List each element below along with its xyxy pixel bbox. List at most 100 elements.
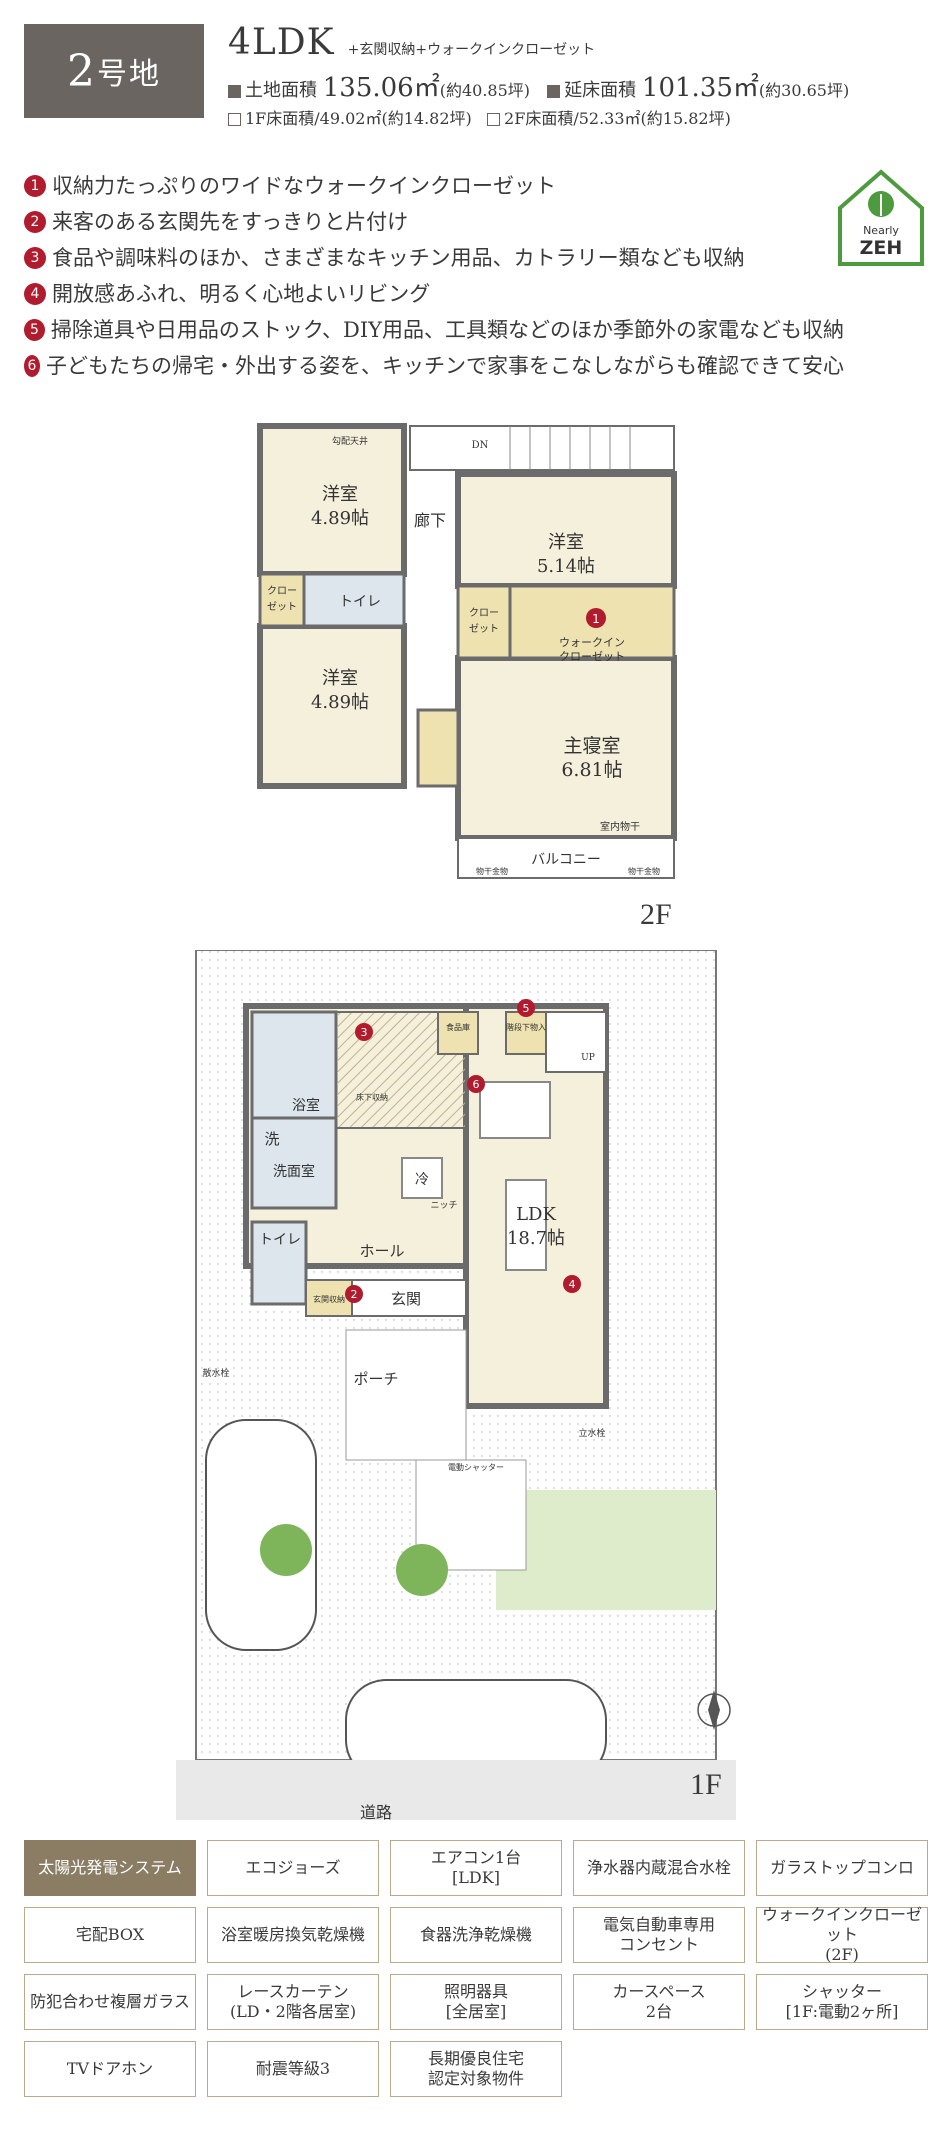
filled-square-icon (547, 84, 561, 98)
room-name: LDK (516, 1204, 556, 1225)
marker-6 (467, 1075, 485, 1093)
stairs-1f (545, 1011, 607, 1073)
under-stair-label: 床下収納 (356, 1092, 388, 1102)
entry-storage-label: 玄関収納 (313, 1294, 345, 1304)
entry-label: 玄関 (391, 1290, 421, 1308)
wash-label: 洗 (264, 1130, 279, 1148)
equipment-grid: 太陽光発電システムエコジョーズエアコン1台 [LDK]浄水器内蔵混合水栓ガラスト… (24, 1840, 928, 2097)
feature-number: 4 (24, 283, 46, 305)
equipment-item: ウォークインクローゼット (2F) (756, 1905, 928, 1964)
spray-label: 散水栓 (202, 1367, 229, 1379)
feature-number: 1 (24, 175, 46, 197)
equipment-item: カースペース 2台 (573, 1974, 745, 2030)
floor-plan-1f: LDK 18.7帖 浴室 洗 洗面室 トイレ ホール 玄関 ポーチ 冷 ニッチ … (176, 950, 736, 1822)
wic-label: ウォークイン (559, 636, 625, 649)
feature-number: 6 (24, 355, 40, 377)
road (176, 1760, 736, 1820)
first-floor-area: 1F床面積/49.02㎡(約14.82坪) (245, 109, 472, 128)
equipment-item: 電気自動車専用 コンセント (573, 1907, 745, 1963)
room-east (455, 471, 677, 589)
equipment-item: 防犯合わせ複層ガラス (24, 1974, 196, 2030)
feature-number: 5 (24, 319, 45, 341)
marker-1-num: 1 (592, 612, 600, 626)
stair-storage-label: 階段下物入 (506, 1022, 546, 1032)
toilet-1f (250, 1220, 308, 1306)
room-west-top (257, 423, 407, 577)
open-square-icon (487, 113, 501, 126)
porch-label: ポーチ (353, 1370, 398, 1388)
feature-number: 2 (24, 211, 46, 233)
plan-header: 4LDK +玄関収納+ウォークインクローゼット (228, 22, 595, 63)
equipment-item: 照明器具 [全居室] (390, 1974, 562, 2030)
equipment-item: シャッター [1F:電動2ヶ所] (756, 1974, 928, 2030)
marker-5 (517, 999, 535, 1017)
closet-label: クロー (469, 607, 499, 619)
toilet-2f (302, 572, 406, 628)
closet-label: ゼット (267, 601, 297, 613)
toilet-label: トイレ (259, 1232, 301, 1248)
room-name: 洋室 (322, 484, 358, 505)
marker-1 (586, 608, 606, 628)
floor-area-label: 延床面積 (564, 80, 637, 101)
dining-table (479, 1081, 551, 1139)
floor-plan-2f: 洋室 4.89帖 洋室 4.89帖 洋室 5.14帖 主寝室 6.81帖 廊下 … (257, 423, 677, 879)
entrance (351, 1279, 467, 1317)
equipment-item: 太陽光発電システム (24, 1840, 196, 1896)
stair-storage (505, 1011, 547, 1055)
hall-label: 廊下 (414, 511, 446, 530)
toilet-label: トイレ (339, 594, 381, 610)
wic-label: クローゼット (559, 650, 625, 663)
washroom-label: 洗面室 (273, 1163, 315, 1180)
feature-text: 子どもたちの帰宅・外出する姿を、キッチンで家事をこなしながらも確認できて安心 (46, 354, 844, 378)
room-size: 5.14帖 (537, 556, 595, 577)
slope-ceiling-label: 勾配天井 (332, 435, 368, 447)
tree-icon (396, 1544, 448, 1596)
balcony (457, 837, 675, 879)
fridge (401, 1157, 443, 1199)
feature-item: 6 子どもたちの帰宅・外出する姿を、キッチンで家事をこなしながらも確認できて安心 (24, 348, 844, 384)
equipment-item: エコジョーズ (207, 1840, 379, 1896)
room-size: 4.89帖 (311, 508, 369, 529)
room-name: 洋室 (548, 532, 584, 553)
lot-number: 2 (67, 45, 97, 97)
dry-hardware-label: 物干金物 (476, 866, 508, 876)
niche-label: ニッチ (430, 1200, 457, 1211)
closet-east (456, 584, 512, 660)
road-label: 道路 (360, 1803, 392, 1822)
room-size: 6.81帖 (561, 759, 622, 781)
open-square-icon (228, 113, 241, 126)
plan-extra: +玄関収納+ウォークインクローゼット (347, 42, 596, 58)
badge-line2: ZEH (860, 237, 903, 259)
feature-text: 掃除道具や日用品のストック、DIY用品、工具類などのほか季節外の家電なども収納 (50, 318, 844, 342)
closet-west (258, 572, 306, 628)
floor-area-tsubo: (約30.65坪) (758, 81, 850, 100)
equipment-item: 浄水器内蔵混合水栓 (573, 1840, 745, 1896)
second-floor-area: 2F床面積/52.33㎡(約15.82坪) (504, 109, 731, 128)
area-summary: 土地面積 135.06㎡(約40.85坪) 延床面積 101.35㎡(約30.6… (228, 74, 849, 133)
marker-2 (345, 1285, 363, 1303)
porch (345, 1329, 467, 1461)
sofa (505, 1179, 547, 1271)
feature-item: 2 来客のある玄関先をすっきりと片付け (24, 204, 844, 240)
closet-label: クロー (267, 585, 297, 597)
marker-6-num: 6 (473, 1078, 480, 1091)
feature-text: 来客のある玄関先をすっきりと片付け (52, 210, 409, 234)
nearly-zeh-badge: Nearly ZEH (838, 169, 924, 266)
equipment-item: TVドアホン (24, 2041, 196, 2097)
grass-area (496, 1490, 716, 1610)
balcony-label: バルコニー (531, 852, 601, 868)
badge-line1: Nearly (863, 224, 899, 237)
down-label: DN (472, 440, 489, 451)
tree-icon (260, 1524, 312, 1576)
marker-4 (563, 1275, 581, 1293)
feature-text: 食品や調味料のほか、さまざまなキッチン用品、カトラリー類なども収納 (52, 246, 745, 270)
room-name: 主寝室 (563, 735, 620, 757)
land-area-value: 135.06㎡ (322, 73, 440, 103)
indoor-dry-label: 室内物干 (600, 820, 640, 833)
equipment-item: エアコン1台 [LDK] (390, 1840, 562, 1896)
closet-hall (416, 708, 460, 788)
